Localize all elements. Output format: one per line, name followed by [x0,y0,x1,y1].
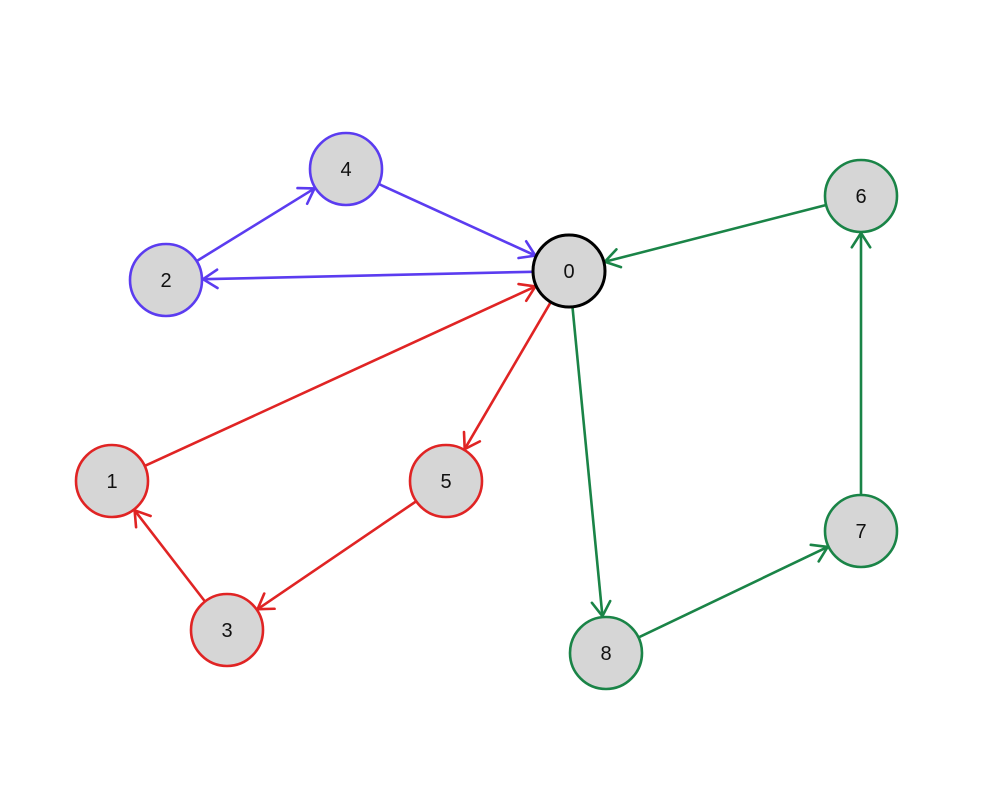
edge-line [571,306,604,617]
edge-line [637,545,829,639]
node-circle [189,592,265,668]
node-circle [568,615,644,691]
edge-0-to-5 [462,301,552,451]
edge-line [256,500,417,611]
edge-6-to-0 [603,203,827,269]
edge-0-to-8 [571,306,612,618]
node-circle [74,443,150,519]
node-4: 4 [308,131,384,207]
nodes-layer: 0 1 2 3 4 5 6 7 8 [74,131,899,691]
node-0: 0 [531,233,607,309]
node-label: 5 [440,471,451,493]
edge-line [202,270,534,281]
edge-1-to-0 [144,282,537,468]
edge-line [133,509,207,603]
edge-5-to-3 [256,500,417,611]
edge-2-to-4 [195,186,316,263]
node-1: 1 [74,443,150,519]
edge-line [463,301,552,450]
node-label: 3 [221,620,232,642]
edge-line [144,285,536,468]
node-circle [128,242,204,318]
node-label: 0 [563,261,574,283]
node-5: 5 [408,443,484,519]
node-circle [408,443,484,519]
node-label: 1 [106,471,117,493]
edge-8-to-7 [637,543,829,639]
node-label: 4 [340,159,351,181]
edge-line [604,203,827,264]
edges-layer [133,182,872,639]
node-7: 7 [823,493,899,569]
node-label: 6 [855,186,866,208]
node-2: 2 [128,242,204,318]
node-label: 8 [600,643,611,665]
edge-3-to-1 [133,508,207,603]
node-circle [823,493,899,569]
node-6: 6 [823,158,899,234]
node-circle [531,233,607,309]
edge-4-to-0 [378,182,537,260]
edge-7-to-6 [850,231,872,495]
node-label: 7 [855,521,866,543]
edge-line [195,187,316,263]
edge-line [378,182,536,257]
node-label: 2 [160,270,171,292]
node-3: 3 [189,592,265,668]
node-circle [823,158,899,234]
node-8: 8 [568,615,644,691]
edge-0-to-2 [201,268,534,290]
node-circle [308,131,384,207]
